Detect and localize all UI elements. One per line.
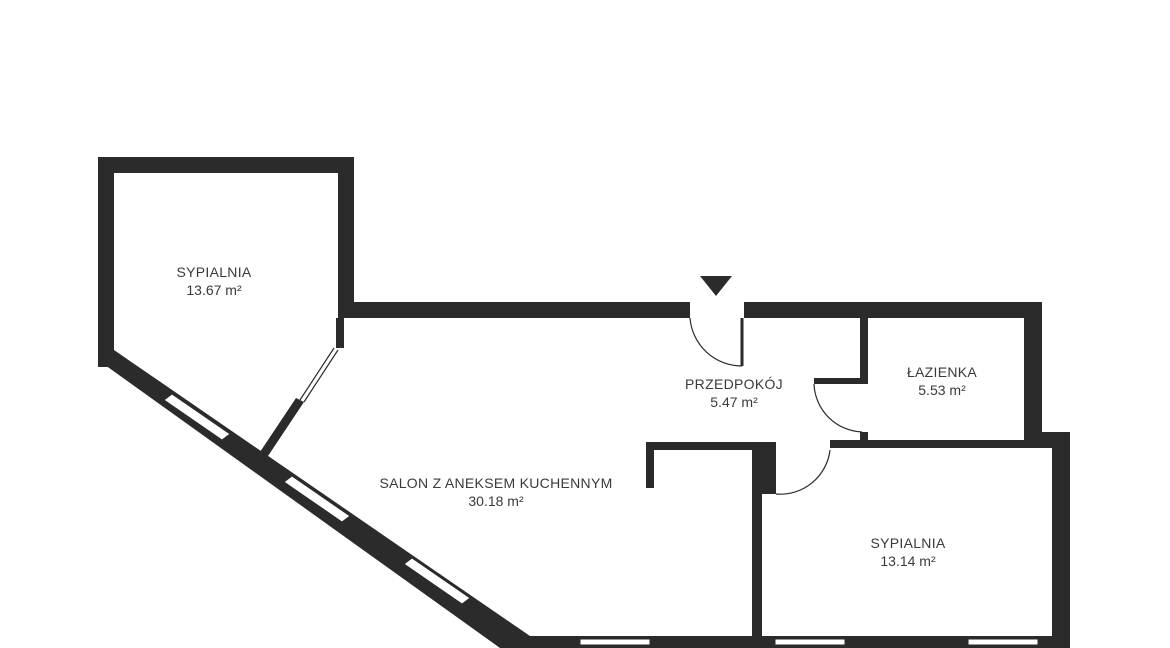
room-area: 30.18 m²	[468, 493, 524, 509]
room-area: 5.47 m²	[710, 394, 758, 410]
windows-bottom	[579, 638, 1039, 646]
room-label-bathroom: ŁAZIENKA 5.53 m²	[907, 363, 977, 399]
window-2	[283, 475, 351, 523]
walls	[98, 157, 1070, 648]
room-label-living-room: SALON Z ANEKSEM KUCHENNYM 30.18 m²	[379, 474, 612, 510]
bedroom-door-arc	[775, 449, 831, 495]
sliding-door-line	[303, 349, 339, 403]
wall-bedroom-partition	[256, 398, 304, 462]
window-1	[163, 393, 231, 441]
room-area: 13.14 m²	[880, 553, 936, 569]
room-name: PRZEDPOKÓJ	[685, 376, 783, 392]
room-label-hallway: PRZEDPOKÓJ 5.47 m²	[685, 375, 783, 411]
room-name: SYPIALNIA	[870, 535, 946, 551]
wall-kitchen-top	[646, 442, 774, 450]
room-area: 5.53 m²	[918, 382, 966, 398]
wall-partition-top	[336, 318, 344, 348]
wall-left	[98, 157, 114, 367]
window-3	[403, 557, 471, 605]
entrance-door-arc	[689, 317, 743, 367]
wall-bedroom-left-upper	[762, 442, 776, 494]
bathroom-door-arc	[813, 383, 863, 433]
window-5	[774, 638, 846, 646]
wall-kitchen-right	[752, 442, 762, 648]
room-name: SYPIALNIA	[176, 264, 252, 280]
room-label-bedroom-1: SYPIALNIA 13.67 m²	[176, 263, 251, 299]
wall-top-left-bedroom	[98, 157, 354, 173]
doors	[299, 317, 863, 495]
window-4	[579, 638, 651, 646]
wall-bathroom-ledge	[814, 378, 868, 384]
room-area: 13.67 m²	[186, 282, 242, 298]
wall-left-bedroom-right	[338, 157, 354, 317]
wall-right-bedroom	[1052, 432, 1070, 648]
wall-top-right	[744, 302, 1042, 318]
entrance-arrow-icon	[700, 276, 732, 296]
room-name: ŁAZIENKA	[906, 364, 978, 380]
wall-right-bathroom	[1024, 302, 1042, 442]
room-label-bedroom-2: SYPIALNIA 13.14 m²	[870, 534, 945, 570]
sliding-door-line-2	[299, 347, 335, 401]
wall-bathroom-left-upper	[860, 318, 868, 378]
windows-diagonal	[163, 393, 471, 605]
wall-kitchen-stub	[646, 442, 654, 488]
room-name: SALON Z ANEKSEM KUCHENNYM	[379, 475, 613, 491]
wall-top-living	[338, 302, 690, 318]
window-6	[967, 638, 1039, 646]
wall-bedroom-top	[830, 440, 1070, 448]
